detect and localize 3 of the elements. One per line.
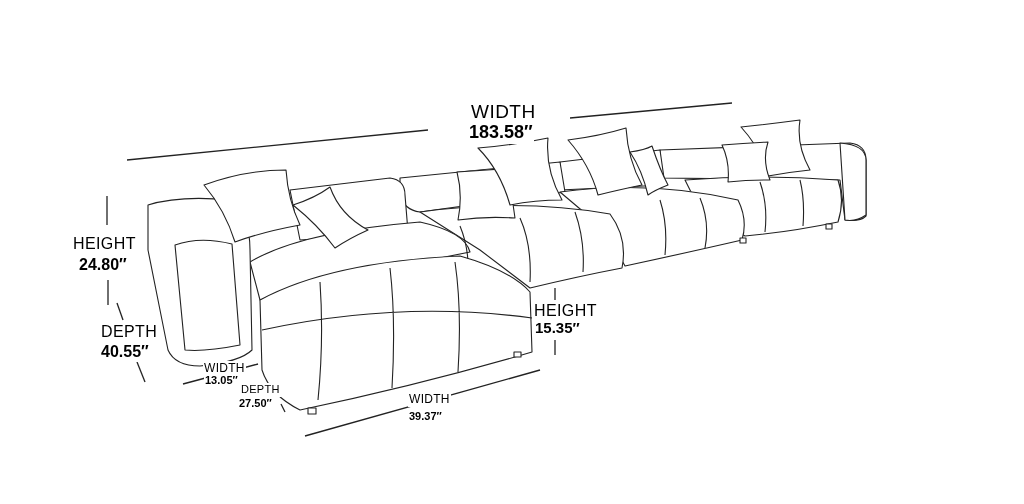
- dimension-label: 40.55″: [100, 342, 150, 362]
- dimension-label: WIDTH: [408, 392, 451, 407]
- dimension-label: DEPTH: [240, 383, 281, 397]
